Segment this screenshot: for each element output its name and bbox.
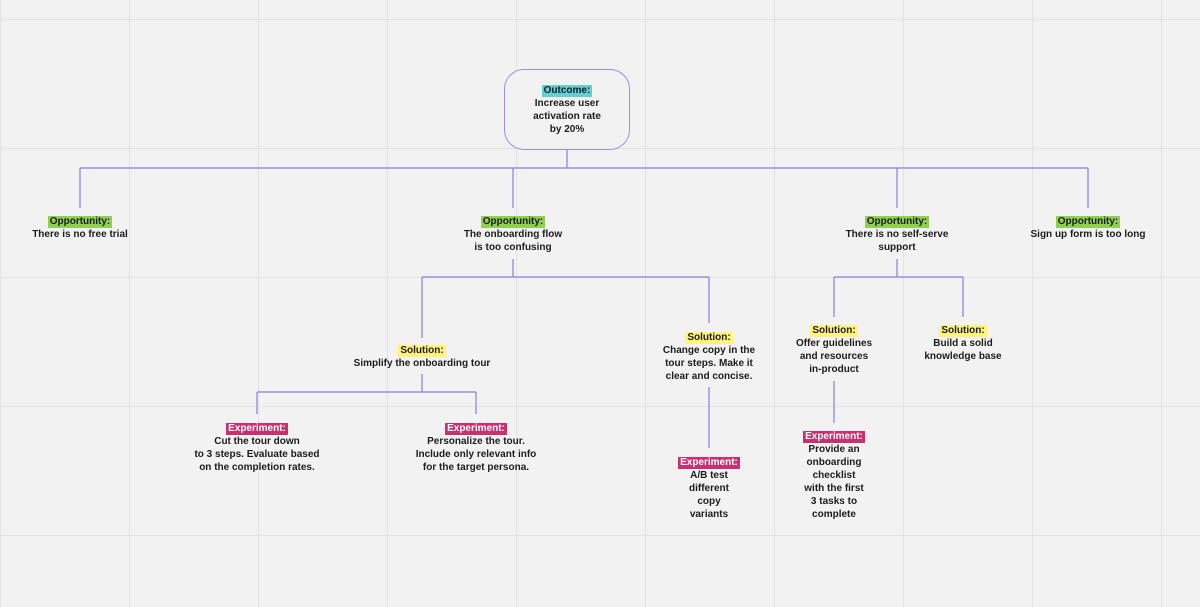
solution-tag: Solution: [939,325,987,337]
solution-node: Solution: Change copy in the tour steps.… [644,331,774,383]
solution-node: Solution: Offer guidelines and resources… [774,324,894,376]
experiment-text: A/B test different copy variants [689,470,729,520]
opportunity-text: The onboarding flow is too confusing [463,229,563,253]
solution-text: Build a solid knowledge base [924,338,1002,362]
opportunity-node: Opportunity: There is no self-serve supp… [827,215,967,254]
experiment-tag: Experiment: [678,457,740,469]
solution-text: Offer guidelines and resources in-produc… [795,338,873,375]
opportunity-text: There is no free trial [32,229,128,240]
solution-node: Solution: Simplify the onboarding tour [337,344,507,370]
opportunity-node: Opportunity: Sign up form is too long [1013,215,1163,241]
solution-tag: Solution: [810,325,858,337]
experiment-tag: Experiment: [226,423,288,435]
experiment-tag: Experiment: [803,431,865,443]
opportunity-text: Sign up form is too long [1030,229,1146,240]
opportunity-node: Opportunity: There is no free trial [10,215,150,241]
outcome-text: Increase user activation rate by 20% [533,98,601,135]
experiment-text: Provide an onboarding checklist with the… [804,444,864,520]
outcome-tag: Outcome: [541,85,593,97]
opportunity-tag: Opportunity: [47,216,113,228]
solution-tag: Solution: [685,332,733,344]
experiment-text: Cut the tour down to 3 steps. Evaluate b… [194,436,320,473]
opportunity-tag: Opportunity: [1055,216,1121,228]
opportunity-text: There is no self-serve support [845,229,949,253]
experiment-node: Experiment: Provide an onboarding checkl… [784,430,884,521]
solution-node: Solution: Build a solid knowledge base [903,324,1023,363]
experiment-node: Experiment: Personalize the tour. Includ… [396,422,556,474]
outcome-box [504,69,630,150]
experiment-text: Personalize the tour. Include only relev… [415,436,537,473]
experiment-tag: Experiment: [445,423,507,435]
opportunity-node: Opportunity: The onboarding flow is too … [443,215,583,254]
solution-text: Simplify the onboarding tour [353,358,491,369]
experiment-node: Experiment: Cut the tour down to 3 steps… [177,422,337,474]
opportunity-tag: Opportunity: [864,216,930,228]
solution-text: Change copy in the tour steps. Make it c… [662,345,756,382]
outcome-node: Outcome: Increase user activation rate b… [504,84,630,136]
opportunity-tag: Opportunity: [480,216,546,228]
solution-tag: Solution: [398,345,446,357]
experiment-node: Experiment: A/B test different copy vari… [659,456,759,521]
